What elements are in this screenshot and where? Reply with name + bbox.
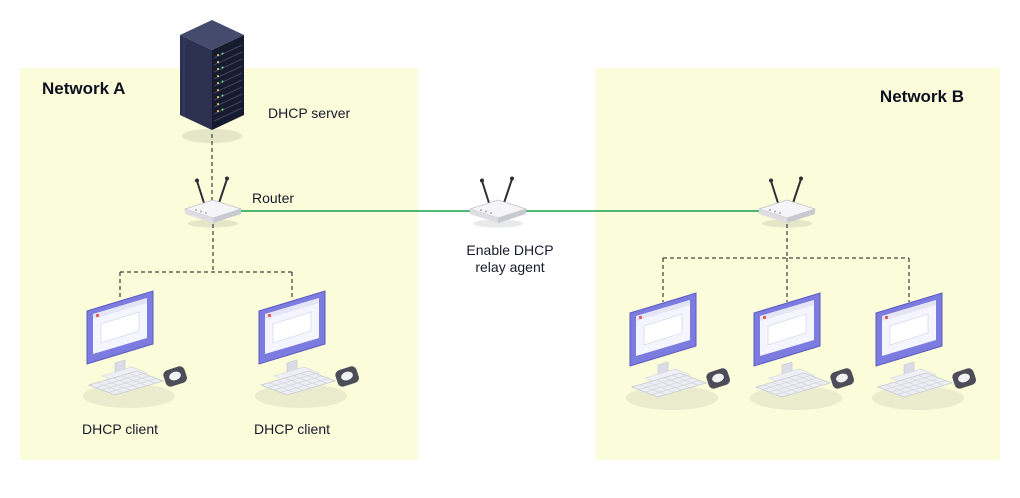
- network-b-client-1-icon: [620, 286, 738, 419]
- dhcp-server-icon: [177, 18, 247, 149]
- dhcp-client-1-icon: [77, 284, 195, 417]
- relay-label-line1: Enable DHCP: [466, 242, 554, 258]
- network-b-client-2-icon: [744, 286, 862, 419]
- router-a-label: Router: [252, 190, 295, 206]
- dhcp-client-1-label: DHCP client: [82, 421, 158, 437]
- network-b-title: Network B: [879, 87, 964, 106]
- dhcp-client-2-label: DHCP client: [254, 421, 330, 437]
- dhcp-client-2-icon: [249, 284, 367, 417]
- router-a-icon: [182, 176, 246, 233]
- relay-router-icon: [467, 176, 531, 233]
- relay-label-line2: relay agent: [475, 259, 545, 275]
- router-b-icon: [756, 176, 820, 233]
- relay-agent-label: Enable DHCP relay agent: [433, 242, 587, 276]
- network-a-title: Network A: [42, 79, 126, 98]
- dhcp-server-label: DHCP server: [268, 105, 351, 121]
- network-b-client-3-icon: [866, 286, 984, 419]
